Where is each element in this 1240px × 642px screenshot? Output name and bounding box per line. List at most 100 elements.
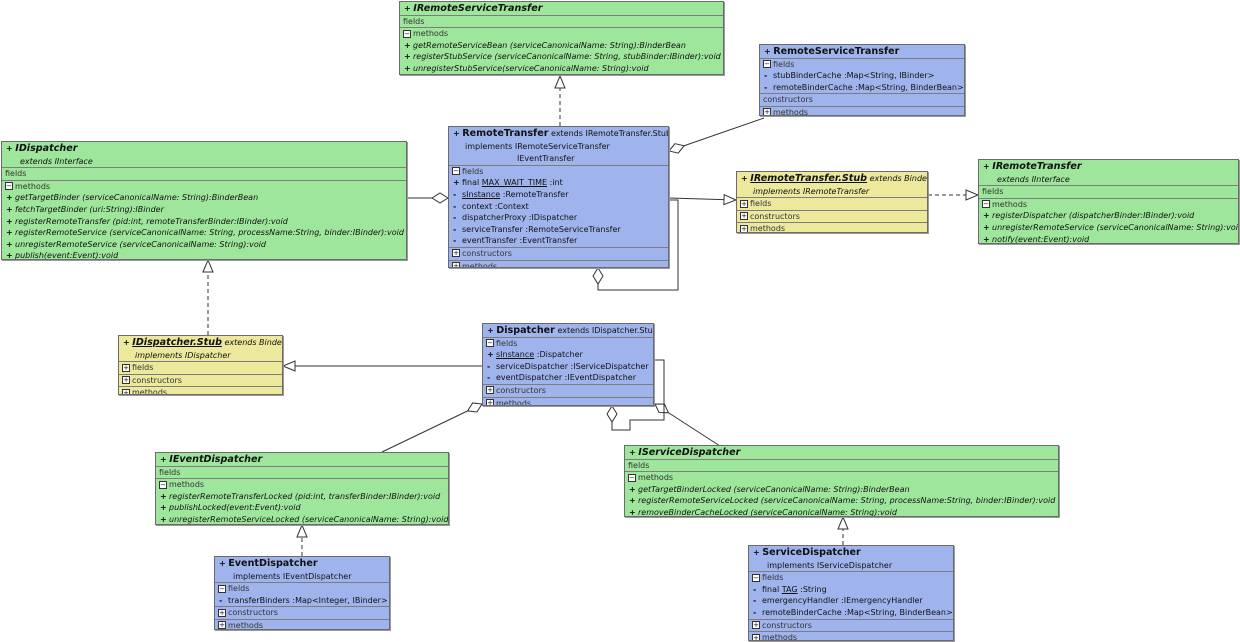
class-iremotetransfer[interactable]: + IRemoteTransfer extends IInterface fie… [978,159,1239,244]
expand-icon[interactable]: + [218,621,226,630]
expand-icon[interactable]: + [740,199,748,208]
class-servicedispatcher[interactable]: + ServiceDispatcher implements IServiceD… [748,545,954,641]
method-row: +registerRemoteTransfer (pid:int, remote… [6,216,288,226]
field-row: +final MAX_WAIT_TIME :int [453,178,563,188]
method-row: +registerRemoteTransferLocked (pid:int, … [160,491,441,501]
collapse-icon[interactable]: − [403,29,411,38]
method-row: +registerStubService (serviceCanonicalNa… [404,52,721,62]
extends-label: extends IInterface [20,156,93,166]
collapse-icon[interactable]: − [763,60,771,69]
class-name: IServiceDispatcher [638,447,741,458]
expand-icon[interactable]: + [763,108,771,116]
class-ieventdispatcher[interactable]: + IEventDispatcher fields −methods +regi… [155,452,449,525]
field-row: -eventDispatcher :IEventDispatcher [487,373,637,383]
expand-icon[interactable]: + [752,633,760,641]
implements-label: implements IRemoteServiceTransfer [465,141,610,151]
field-row: -dispatcherProxy :IDispatcher [453,213,578,223]
constructors-label: constructors [496,385,546,395]
method-row: +registerDispatcher (dispatcherBinder:IB… [983,211,1195,221]
class-remotetransfer[interactable]: + RemoteTransfer extends IRemoteTransfer… [448,126,669,268]
fields-label: fields [5,169,27,179]
edge-remotetransfer-self [592,199,679,291]
expand-icon[interactable]: + [740,212,748,221]
collapse-icon[interactable]: − [218,584,226,593]
field-row: -stubBinderCache :Map<String, IBinder> [764,71,935,81]
methods-label: methods [496,398,532,406]
field-row: -context :Context [453,201,529,211]
fields-label: fields [762,573,784,583]
methods-label: methods [169,480,205,490]
method-row: +notify(event:Event):void [983,234,1090,244]
method-row: +publish(event:Event):void [6,251,119,260]
class-dispatcher[interactable]: + Dispatcher extends IDispatcher.Stub −f… [482,323,654,406]
expand-icon[interactable]: + [122,363,130,372]
class-name: IRemoteTransfer [992,161,1082,172]
expand-icon[interactable]: + [740,224,748,233]
field-row: -remoteBinderCache :Map<String, BinderBe… [764,82,964,92]
constructors-label: constructors [762,620,812,630]
collapse-icon[interactable]: − [452,167,460,176]
fields-label: fields [496,338,518,348]
collapse-icon[interactable]: − [628,473,636,482]
method-row: +removeBinderCacheLocked (serviceCanonic… [629,507,897,517]
extends-label: extends IDispatcher.Stub [557,326,654,335]
expand-icon[interactable]: + [218,608,226,617]
class-iremoteservicetransfer[interactable]: + IRemoteServiceTransfer fields −methods… [399,1,724,75]
expand-icon[interactable]: + [752,621,760,630]
class-name: IDispatcher.Stub [132,337,222,348]
methods-label: methods [992,199,1028,209]
implements-label: implements IServiceDispatcher [767,560,893,570]
method-row: +unregisterRemoteService (serviceCanonic… [6,239,267,249]
collapse-icon[interactable]: − [982,200,990,209]
field-row: -serviceTransfer :RemoteServiceTransfer [453,224,621,234]
class-name: EventDispatcher [228,558,318,569]
collapse-icon[interactable]: − [5,182,13,191]
class-name: IRemoteTransfer.Stub [750,173,868,184]
expand-icon[interactable]: + [486,386,494,395]
edge-remotetransfer-rst [668,117,765,154]
collapse-icon[interactable]: − [486,339,494,348]
fields-label: fields [982,187,1004,197]
field-row: -emergencyHandler :IEmergencyHandler [753,596,923,606]
methods-label: methods [638,473,674,483]
constructors-label: constructors [462,248,512,258]
expand-icon[interactable]: + [452,262,460,267]
class-marker: + [404,4,411,13]
class-idispatcher-stub[interactable]: + IDispatcher.Stub extends Binder implem… [118,335,283,395]
expand-icon[interactable]: + [122,388,130,395]
collapse-icon[interactable]: − [752,573,760,582]
expand-icon[interactable]: + [486,399,494,406]
edge-remotetransfer-stub [668,198,736,200]
class-idispatcher[interactable]: + IDispatcher extends IInterface fields … [1,141,407,260]
field-row: -serviceDispatcher :IServiceDispatcher [487,361,649,371]
fields-label: fields [628,460,650,470]
class-name: RemoteServiceTransfer [773,46,900,57]
implements-label: implements IEventDispatcher [233,571,352,581]
class-name: RemoteTransfer [462,128,549,139]
edge-dispatcher-iservicedispatcher [654,403,721,447]
implements-label: implements IRemoteTransfer [753,186,870,196]
methods-label: methods [762,633,798,641]
class-iremotetransfer-stub[interactable]: + IRemoteTransfer.Stub extends Binder im… [736,171,928,233]
methods-label: methods [462,261,498,268]
fields-label: fields [132,363,154,373]
class-name: Dispatcher [496,325,555,336]
fields-label: fields [228,584,250,594]
extends-label: extends IRemoteTransfer.Stub [551,129,669,138]
class-iservicedispatcher[interactable]: + IServiceDispatcher fields −methods +ge… [624,445,1059,517]
field-row: -eventTransfer :EventTransfer [453,236,578,246]
methods-label: methods [750,224,786,233]
methods-label: methods [773,107,809,116]
method-row: +unregisterStubService(serviceCanonicalN… [404,63,649,73]
collapse-icon[interactable]: − [159,480,167,489]
implements-label-2: IEventTransfer [517,154,575,164]
expand-icon[interactable]: + [452,249,460,258]
fields-label: fields [403,16,425,26]
class-eventdispatcher[interactable]: + EventDispatcher implements IEventDispa… [214,556,390,630]
fields-label: fields [462,166,484,176]
class-remoteservicetransfer[interactable]: + RemoteServiceTransfer −fields -stubBin… [759,44,965,116]
fields-label: fields [773,59,795,69]
expand-icon[interactable]: + [122,376,130,385]
fields-label: fields [159,467,181,477]
fields-label: fields [750,199,772,209]
